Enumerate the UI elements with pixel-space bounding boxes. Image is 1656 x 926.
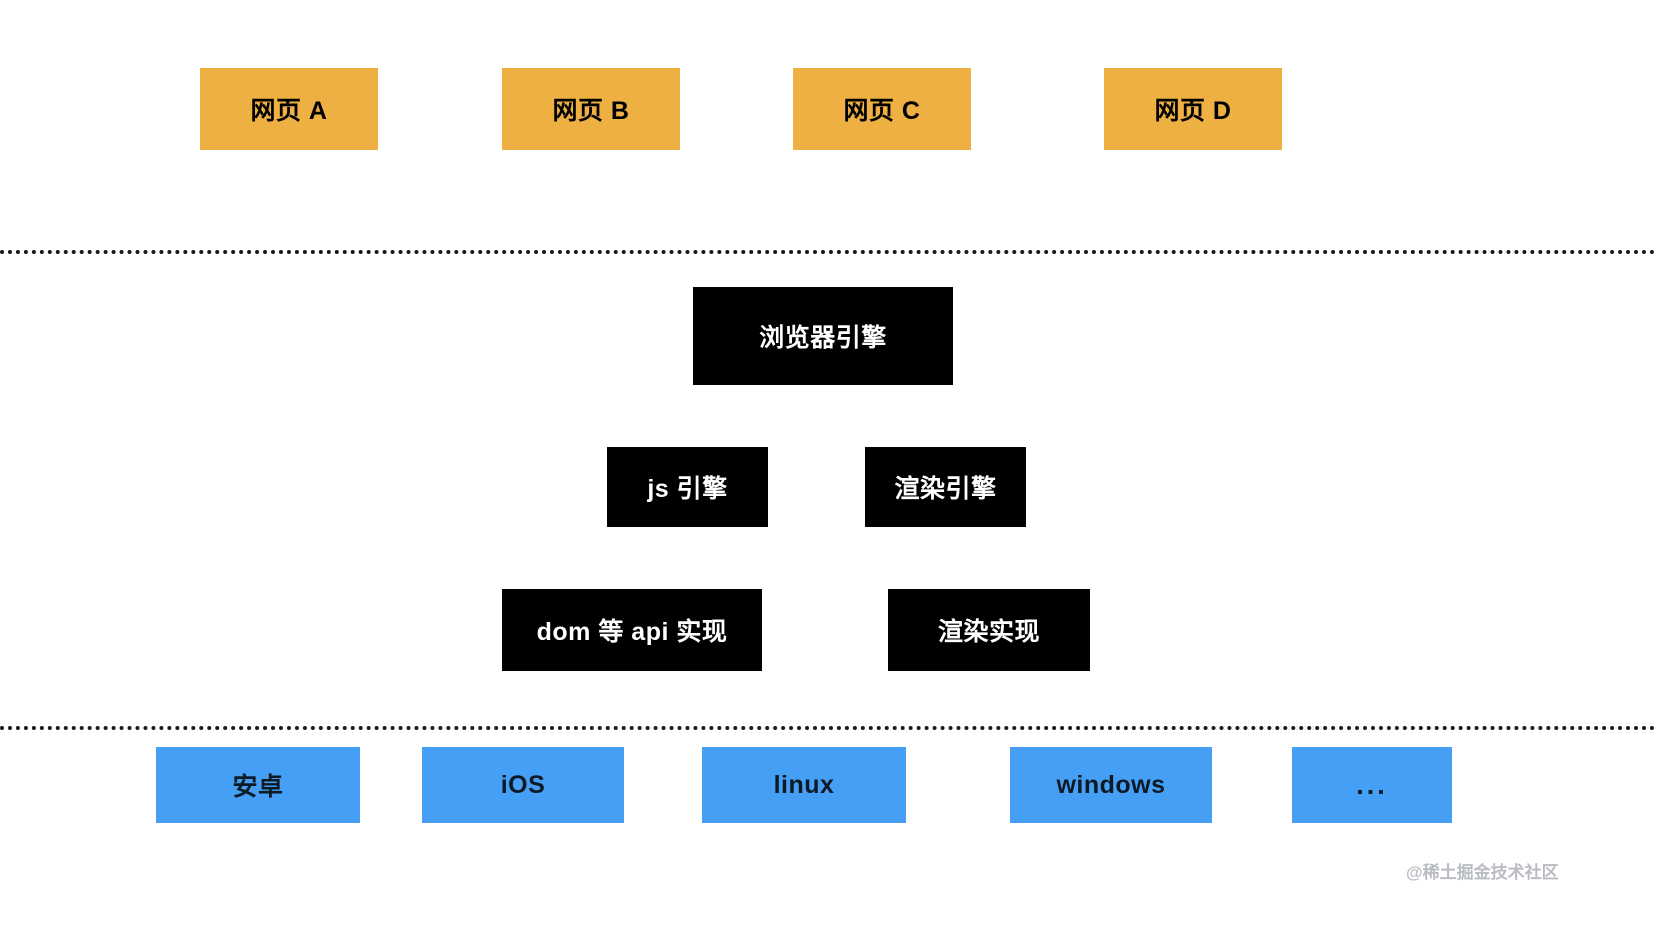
divider-bottom [0,726,1656,730]
node-os-more: ... [1292,747,1452,823]
node-label: dom 等 api 实现 [536,618,728,646]
node-label: windows [1056,770,1166,799]
node-label: 安卓 [232,773,284,801]
node-label: 网页 D [1154,97,1232,125]
node-render-impl: 渲染实现 [888,589,1090,671]
node-os-ios: iOS [422,747,624,823]
node-web-page-b: 网页 B [502,68,680,150]
node-label: linux [773,770,835,799]
node-label: js 引擎 [647,475,728,503]
node-label: 渲染实现 [937,618,1040,646]
watermark: @稀土掘金技术社区 [1406,863,1559,882]
node-label: ... [1356,769,1388,800]
divider-top [0,250,1656,254]
node-js-engine: js 引擎 [607,447,768,527]
node-label: 浏览器引擎 [759,324,887,352]
node-label: 网页 A [250,97,328,125]
node-os-android: 安卓 [156,747,360,823]
node-web-page-a: 网页 A [200,68,378,150]
node-label: 渲染引擎 [894,475,997,503]
node-web-page-c: 网页 C [793,68,971,150]
node-dom-api-impl: dom 等 api 实现 [502,589,762,671]
node-os-windows: windows [1010,747,1212,823]
node-render-engine: 渲染引擎 [865,447,1026,527]
node-browser-engine: 浏览器引擎 [693,287,953,385]
node-label: iOS [500,770,546,799]
node-label: 网页 C [843,97,921,125]
node-os-linux: linux [702,747,906,823]
node-web-page-d: 网页 D [1104,68,1282,150]
node-label: 网页 B [552,97,630,125]
